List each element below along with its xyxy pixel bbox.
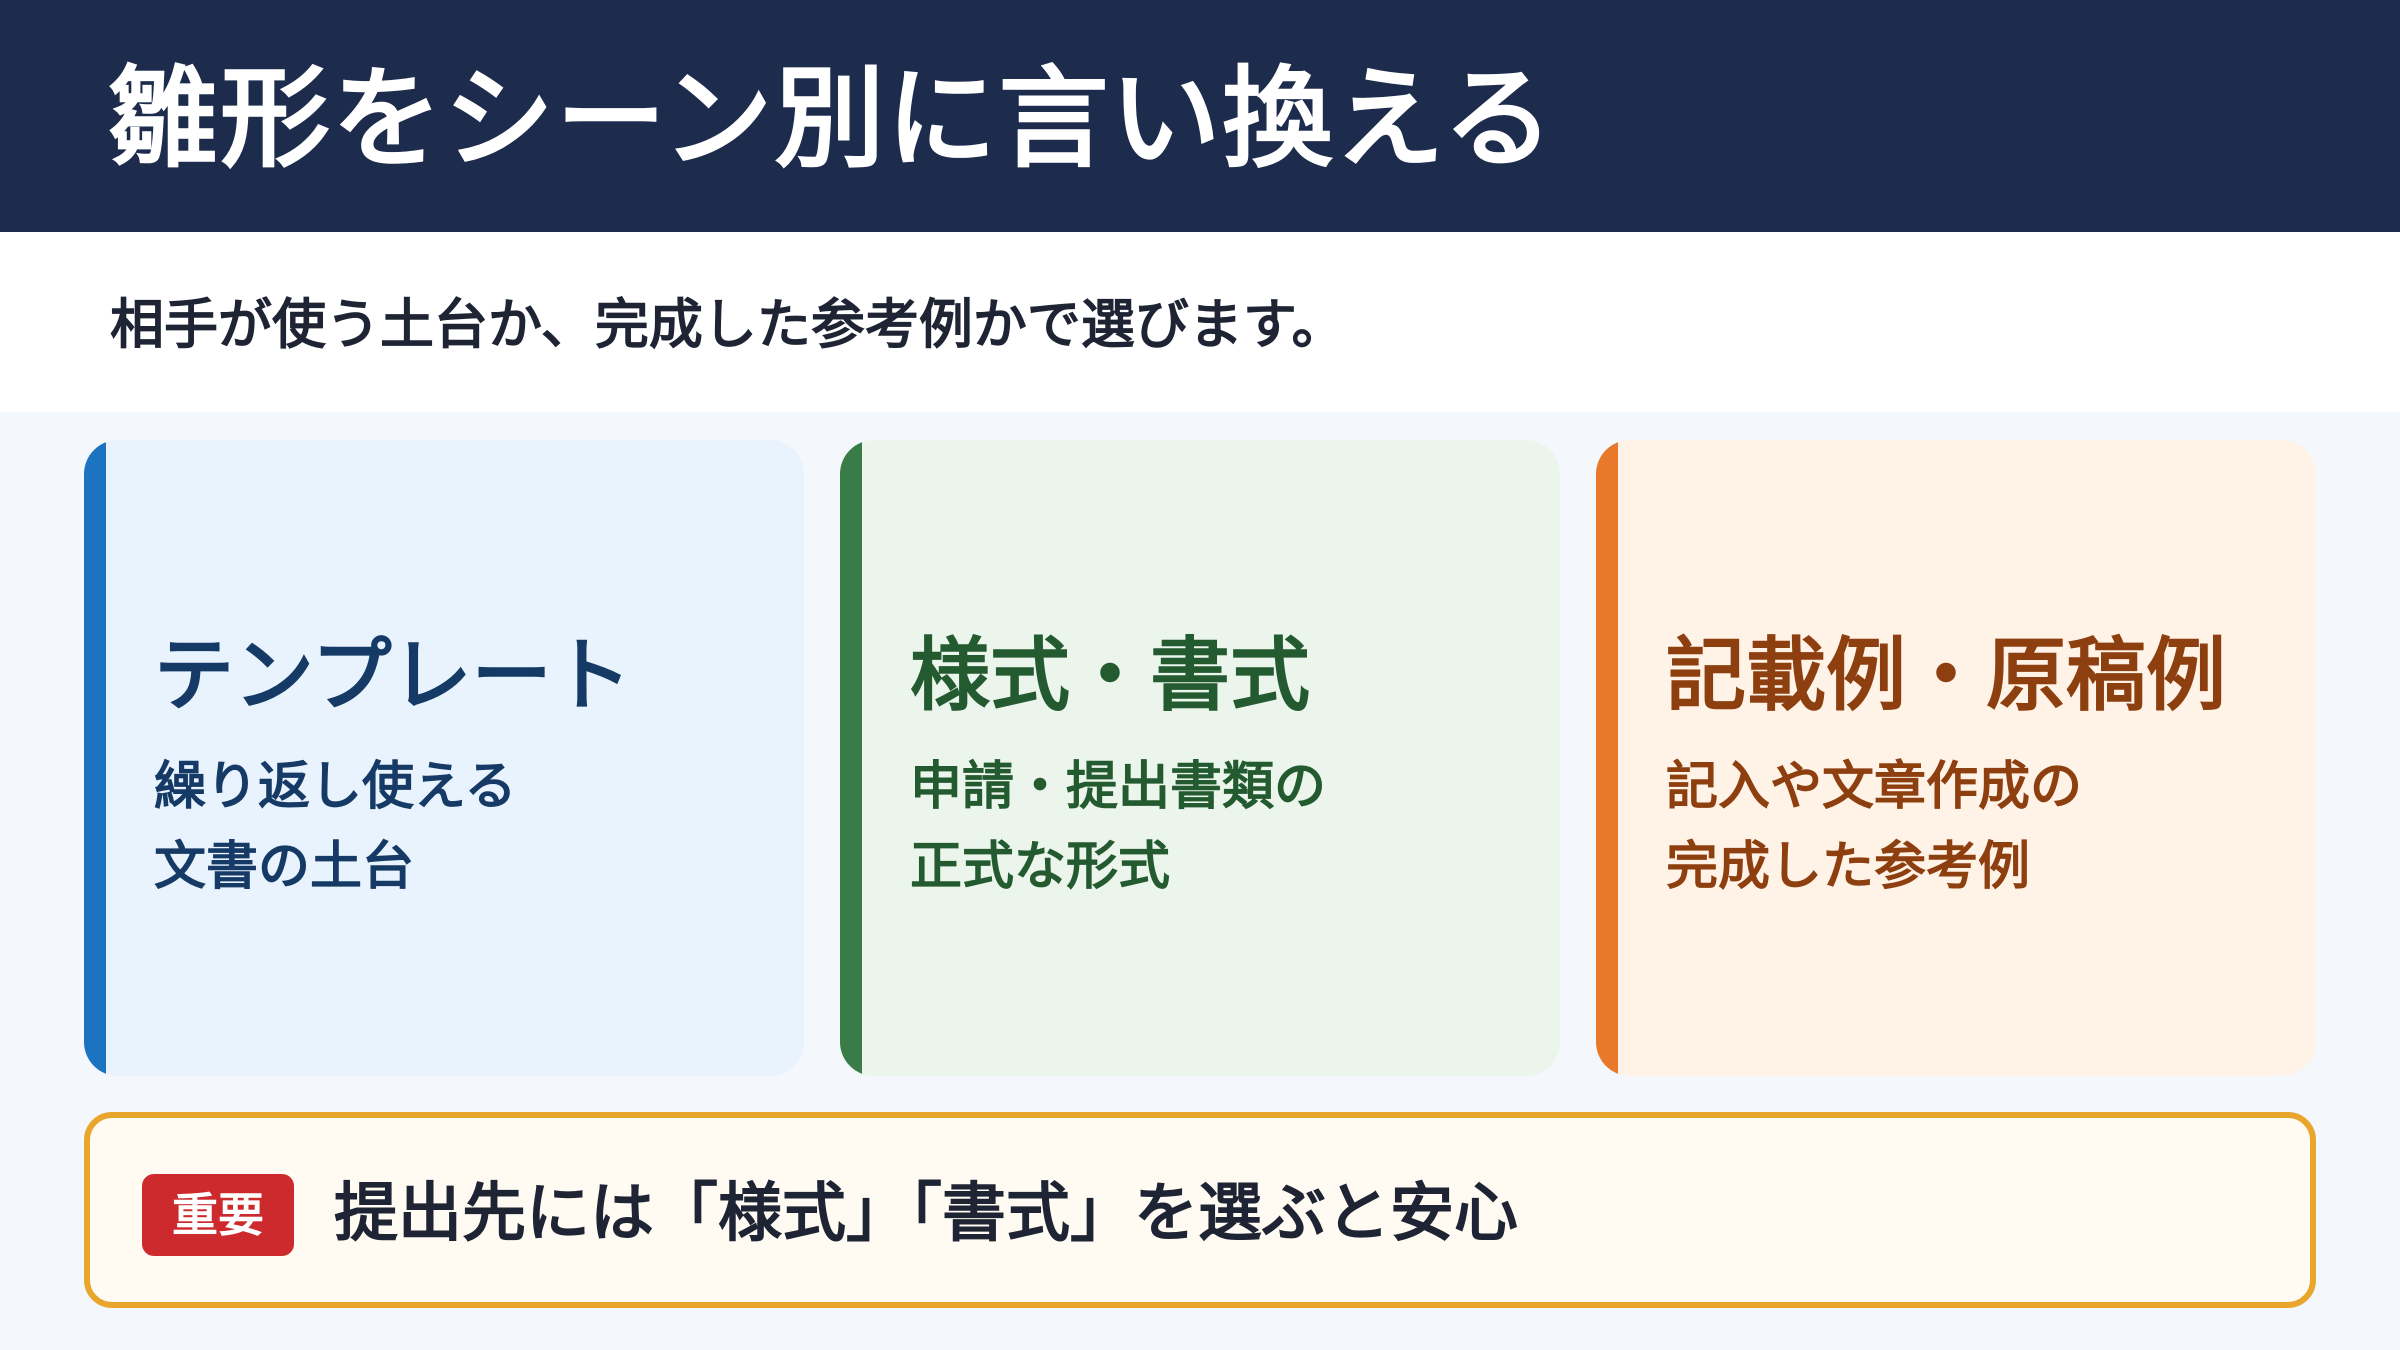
card-accent-bar <box>84 440 106 1076</box>
important-badge: 重要 <box>142 1174 294 1256</box>
card-title: 様式・書式 <box>910 629 1310 722</box>
card-description-line: 繰り返し使える <box>154 757 517 817</box>
card-title: 記載例・原稿例 <box>1666 629 2226 722</box>
card-description-line: 記入や文章作成の <box>1666 757 2083 817</box>
card-description-line: 完成した参考例 <box>1666 837 2031 897</box>
page-title: 雛形をシーン別に言い換える <box>108 55 1556 183</box>
header-bar: 雛形をシーン別に言い換える <box>0 0 2400 232</box>
card-description-line: 文書の土台 <box>154 837 415 897</box>
card-template: テンプレート 繰り返し使える 文書の土台 <box>84 440 804 1076</box>
card-description-line: 申請・提出書類の <box>910 757 1327 817</box>
subtitle-band: 相手が使う土台か、完成した参考例かで選びます。 <box>0 232 2400 412</box>
important-note: 重要 提出先には「様式」「書式」を選ぶと安心 <box>84 1112 2316 1308</box>
important-note-text: 提出先には「様式」「書式」を選ぶと安心 <box>334 1177 1518 1251</box>
card-format: 様式・書式 申請・提出書類の 正式な形式 <box>840 440 1560 1076</box>
card-title: テンプレート <box>154 629 632 722</box>
page-subtitle: 相手が使う土台か、完成した参考例かで選びます。 <box>110 293 1346 356</box>
card-accent-bar <box>840 440 862 1076</box>
card-description-line: 正式な形式 <box>910 837 1171 897</box>
card-example: 記載例・原稿例 記入や文章作成の 完成した参考例 <box>1596 440 2316 1076</box>
card-accent-bar <box>1596 440 1618 1076</box>
